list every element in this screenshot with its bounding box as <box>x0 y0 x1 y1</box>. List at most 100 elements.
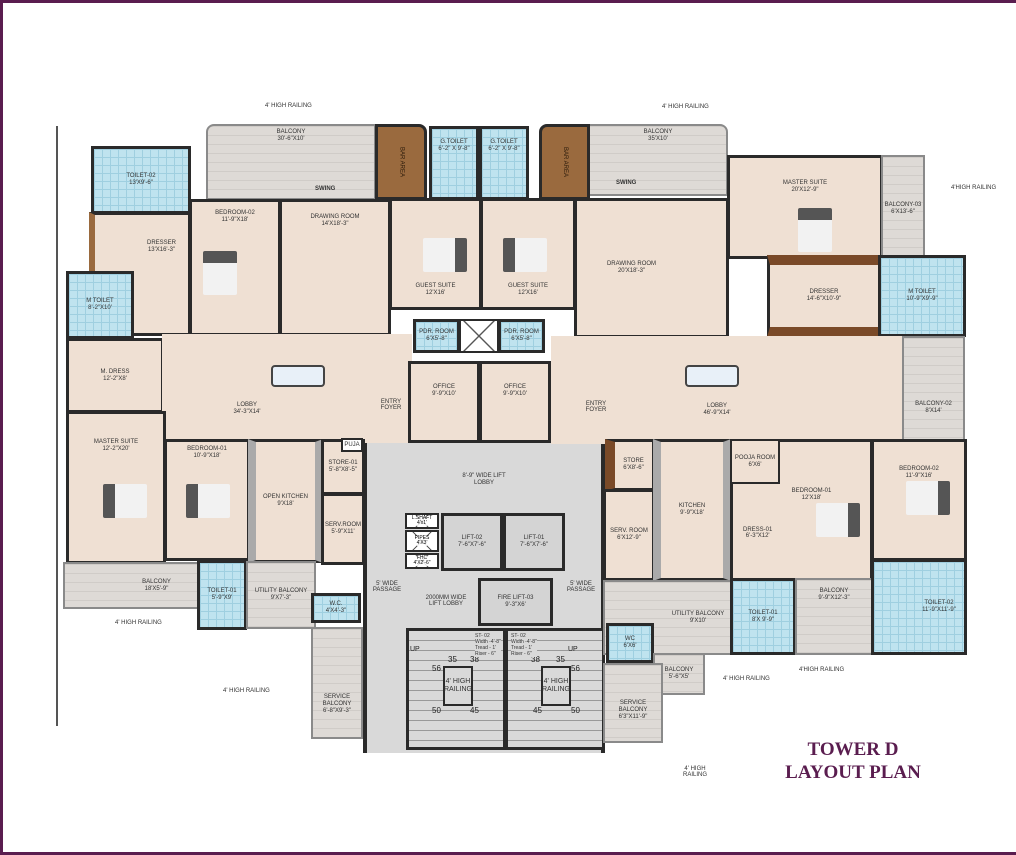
room-name: UTILITY BALCONY <box>671 610 725 617</box>
dress-01-label: DRESS-016'-3"x12' <box>743 527 772 539</box>
step-number: 50 <box>571 706 580 715</box>
room-name: G.TOILET <box>490 139 518 145</box>
room-size: 46'-9"x14' <box>703 410 731 416</box>
room-name: PUJA <box>344 441 360 448</box>
room-name: BEDROOM-01 <box>187 446 227 452</box>
room-name: TOILET-02 <box>126 173 156 179</box>
room-name: BAR AREA <box>398 146 405 177</box>
lift-name: LIFT-01 <box>523 535 545 541</box>
step-number: 50 <box>432 706 441 715</box>
entry-foyer-left-label: ENTRY FOYER <box>380 399 402 411</box>
room-name: BALCONY <box>142 578 171 585</box>
room-size: 20'x12'-9" <box>791 187 819 193</box>
room-name: OFFICE <box>433 384 455 390</box>
bed <box>798 208 832 252</box>
room-name: TOILET-01 <box>748 609 778 616</box>
stair-name: ST- 02 <box>475 633 490 639</box>
room-size: 9'x7'-3" <box>270 595 292 601</box>
dining-table <box>271 365 325 387</box>
room-size: 6'x8'-6" <box>623 465 644 471</box>
stair-name: ST- 02 <box>511 633 526 639</box>
room-bar-area-right: BAR AREA <box>539 124 590 200</box>
room-name: W.C. <box>329 601 343 607</box>
room-size: 6'-2" x 9'-8" <box>438 146 470 152</box>
bed <box>423 238 467 272</box>
room-name: DRESS-01 <box>743 527 773 533</box>
railing-label: 4' HIGH RAILING <box>223 688 270 694</box>
room-name: TOILET-02 <box>924 600 954 606</box>
passage-left-label: 5' WIDE PASSAGE <box>372 581 402 593</box>
room-size: 6'x5'-8" <box>426 336 447 342</box>
room-size: 12'x16' <box>518 290 538 296</box>
stair-tread: Tread - 1' <box>475 645 497 651</box>
room-name: BEDROOM-01 <box>791 488 832 494</box>
room-name: OFFICE <box>504 384 526 390</box>
plan-title: TOWER D LAYOUT PLAN <box>773 738 933 784</box>
room-name: SERV. ROOM <box>610 528 648 534</box>
shaft-name: FHC <box>416 555 428 561</box>
room-size: 9'-9"x18' <box>680 510 704 516</box>
lift-name: FIRE LIFT-03 <box>497 595 534 601</box>
room-size: 11'-9"x18' <box>221 217 249 223</box>
room-name: OPEN KITCHEN <box>262 494 308 500</box>
bed <box>186 484 230 518</box>
room-size: 10'-9"x9'-9" <box>906 296 938 302</box>
shaft-size: 4'X2'-6" <box>413 560 431 566</box>
railing-label: 4'HIGH RAILING <box>951 185 997 191</box>
room-name: SERVICE BALCONY <box>618 700 648 713</box>
room-name: STORE <box>623 458 644 464</box>
room-name: PDR. ROOM <box>504 329 539 335</box>
room-size: 4'x4'-3" <box>325 608 347 614</box>
room-size: 11'-9"x11'-9" <box>922 607 956 613</box>
room-name: BALCONY <box>276 129 306 135</box>
room-size: 34'-3"x14' <box>233 409 261 415</box>
passage-right-label: 5' WIDE PASSAGE <box>566 581 596 593</box>
bed <box>203 251 237 295</box>
room-size: 35'x10' <box>648 136 668 142</box>
room-name: SERVICE BALCONY <box>322 694 352 707</box>
railing-label: 4' HIGH RAILING <box>682 766 707 778</box>
room-name: G.TOILET <box>440 139 468 145</box>
stair-width: Width -4'-8" <box>475 639 501 645</box>
railing-label: 4' HIGH RAILING <box>444 678 473 693</box>
stair-width: Width -4'-8" <box>511 639 537 645</box>
room-size: 14'-6"X10'-9" <box>806 296 842 302</box>
room-size: 6'3"X11'-9" <box>618 714 648 720</box>
room-size: 30'-6"x10' <box>277 136 305 142</box>
up-label-right: UP <box>568 646 578 653</box>
room-size: 12'x16' <box>425 290 446 296</box>
railing-label: 4' HIGH RAILING <box>542 678 571 693</box>
lift-name: LIFT-02 <box>461 535 483 541</box>
title-line-2: LAYOUT PLAN <box>785 762 921 783</box>
room-name: WC <box>625 636 635 642</box>
room-name: BALCONY-03 <box>884 202 922 208</box>
room-size: 18'x5'-9" <box>144 585 169 592</box>
room-name: PDR. ROOM <box>419 329 454 335</box>
shaft-name: PIPES <box>414 535 430 541</box>
step-number: 35 <box>556 655 565 664</box>
room-size: 6'-2" x 9'-8" <box>488 146 520 152</box>
stair-riser: Riser - 6" <box>475 651 496 657</box>
shaft-size: 4'X3' <box>416 540 428 546</box>
plot-boundary-line <box>56 126 58 726</box>
room-name: BALCONY-02 <box>915 401 952 407</box>
room-name: LOBBY <box>236 402 257 408</box>
lift-size: 9'-3"X6' <box>505 602 526 608</box>
step-number: 56 <box>432 664 441 673</box>
room-name: BALCONY <box>643 129 673 135</box>
room-size: 6'x5'-8" <box>511 336 532 342</box>
